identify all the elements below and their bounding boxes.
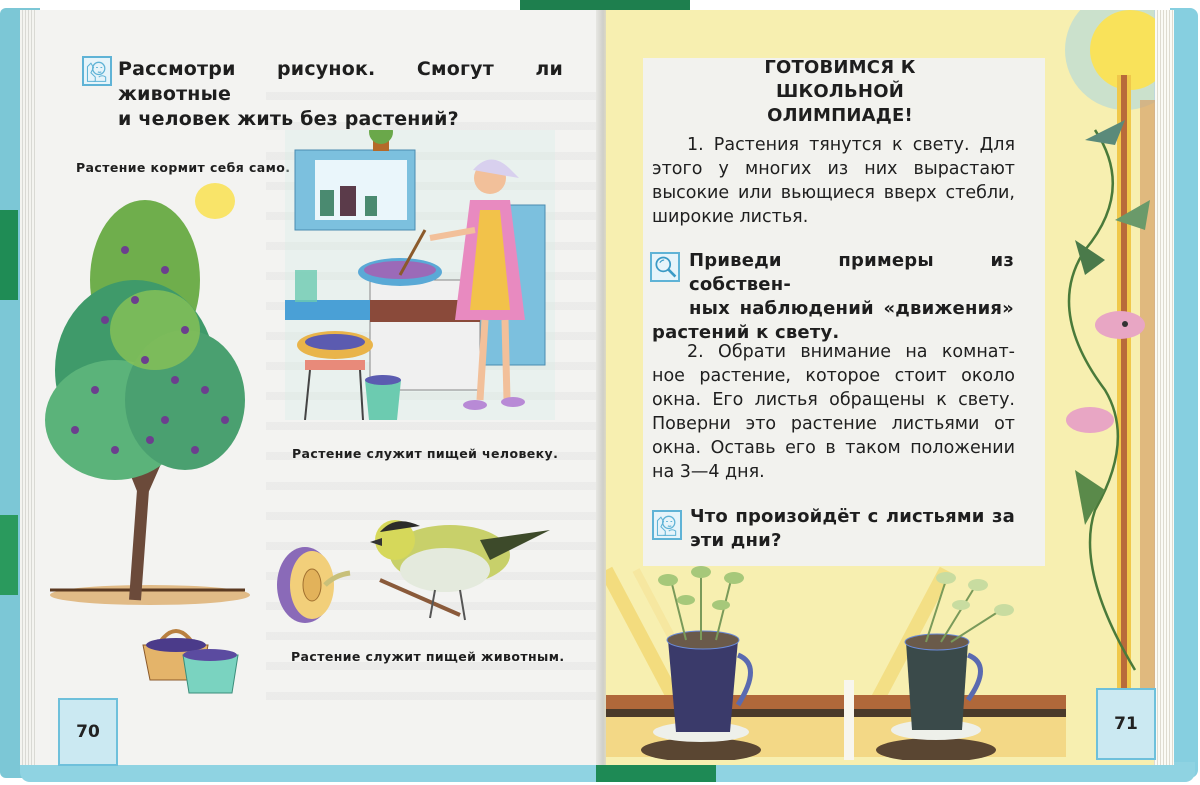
paragraph-2: 2. Обрати внимание на комнат- ное растен… bbox=[652, 340, 1015, 484]
task-examples-heading: Приведи примеры из собствен- ных наблюде… bbox=[652, 249, 1014, 345]
bird-and-plum-illustration bbox=[277, 520, 550, 623]
paragraph-line: 1. Растения тянутся к свету. Для bbox=[687, 135, 1015, 155]
basket-and-bucket-illustration bbox=[142, 629, 239, 694]
paragraph-line: окна. Оставь его в таком положении bbox=[652, 438, 1015, 458]
heading-line: и человек жить без растений? bbox=[118, 108, 459, 130]
paragraph-1: 1. Растения тянутся к свету. Для этого у… bbox=[652, 133, 1015, 229]
paragraph-line: широкие листья. bbox=[652, 207, 809, 227]
paragraph-line: Поверни это растение листьями от bbox=[652, 414, 1015, 434]
task-line: эти дни? bbox=[690, 530, 782, 551]
left-task-heading: Рассмотри рисунок. Смогут ли животные и … bbox=[118, 57, 563, 132]
page-stack-right bbox=[1152, 10, 1174, 765]
potted-plants-windowsill-illustration bbox=[606, 566, 1066, 760]
thinking-child-icon bbox=[652, 510, 682, 540]
page-stack-left bbox=[20, 10, 40, 765]
caption-plant-food-human: Растение служит пищей человеку. bbox=[292, 446, 559, 461]
olympiad-text-panel bbox=[643, 58, 1045, 566]
cover-bottom-spine bbox=[596, 762, 716, 782]
paragraph-line: 2. Обрати внимание на комнат- bbox=[687, 342, 1015, 362]
paragraph-line: этого у многих из них вырастают bbox=[652, 159, 1015, 179]
cover-green-stripe bbox=[0, 210, 18, 300]
paragraph-line: окна. Его листья обращены к свету. bbox=[652, 390, 1015, 410]
task-line: Что произойдёт с листьями за bbox=[690, 506, 1015, 527]
climbing-bindweed-illustration bbox=[1065, 10, 1155, 705]
caption-plant-feeds-itself: Растение кормит себя само. bbox=[76, 160, 291, 175]
caption-plant-food-animals: Растение служит пищей животным. bbox=[291, 649, 565, 664]
task-line: Приведи примеры из собствен- bbox=[689, 250, 1014, 295]
woman-cooking-jam-illustration bbox=[285, 130, 555, 420]
cover-top-stripe bbox=[520, 0, 690, 10]
title-line: ШКОЛЬНОЙ ОЛИМПИАДЕ! bbox=[767, 81, 913, 126]
plum-tree-illustration bbox=[45, 200, 250, 605]
magnifier-icon bbox=[650, 252, 680, 282]
page-number-left: 70 bbox=[58, 698, 118, 766]
heading-line: Рассмотри рисунок. Смогут ли животные bbox=[118, 58, 563, 105]
paragraph-line: на 3—4 дня. bbox=[652, 462, 765, 482]
cover-green-stripe bbox=[0, 515, 18, 595]
paragraph-line: ное растение, которое стоит около bbox=[652, 366, 1015, 386]
paragraph-line: высокие или вьющиеся вверх стебли, bbox=[652, 183, 1015, 203]
olympiad-title: ГОТОВИМСЯ К ШКОЛЬНОЙ ОЛИМПИАДЕ! bbox=[700, 56, 980, 128]
title-line: ГОТОВИМСЯ К bbox=[764, 57, 916, 78]
task-line: растений к свету. bbox=[652, 322, 840, 343]
sun-illustration bbox=[195, 183, 235, 219]
task-leaves-question: Что произойдёт с листьями за эти дни? bbox=[690, 505, 1015, 553]
task-line: ных наблюдений «движения» bbox=[689, 298, 1014, 319]
cover-right-edge bbox=[1170, 8, 1198, 778]
page-number-right: 71 bbox=[1096, 688, 1156, 760]
thinking-child-icon bbox=[82, 56, 112, 86]
